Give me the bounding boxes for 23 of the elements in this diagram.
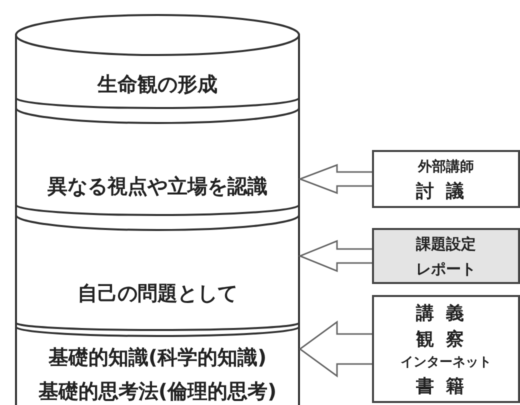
layer-label: 生命観の形成 bbox=[96, 74, 218, 94]
resource-label: 書籍 bbox=[416, 378, 476, 396]
block-arrow bbox=[298, 164, 373, 194]
layer-label: 基礎的思考法(倫理的思考) bbox=[37, 381, 278, 401]
resource-label: レポート bbox=[416, 262, 476, 277]
resource-label: 討議 bbox=[416, 183, 476, 201]
cylinder-layer bbox=[15, 14, 300, 98]
resource-box bbox=[372, 228, 520, 284]
resource-label: 講義 bbox=[416, 305, 476, 323]
resource-box bbox=[372, 295, 520, 403]
resource-label: 観察 bbox=[416, 331, 476, 349]
resource-label: 外部講師 bbox=[418, 160, 474, 174]
layer-label: 異なる視点や立場を認識 bbox=[46, 176, 268, 196]
resource-label: 課題設定 bbox=[416, 237, 476, 252]
layer-label: 自己の問題として bbox=[76, 283, 238, 303]
cylinder-layer bbox=[15, 205, 300, 323]
resource-box bbox=[372, 150, 520, 208]
cylinder-layer bbox=[15, 323, 300, 405]
block-arrow bbox=[298, 320, 373, 378]
block-arrow bbox=[298, 240, 373, 272]
layer-label: 基礎的知識(科学的知識) bbox=[47, 347, 268, 367]
cylinder-layer bbox=[15, 98, 300, 205]
resource-label: インターネット bbox=[400, 356, 492, 369]
